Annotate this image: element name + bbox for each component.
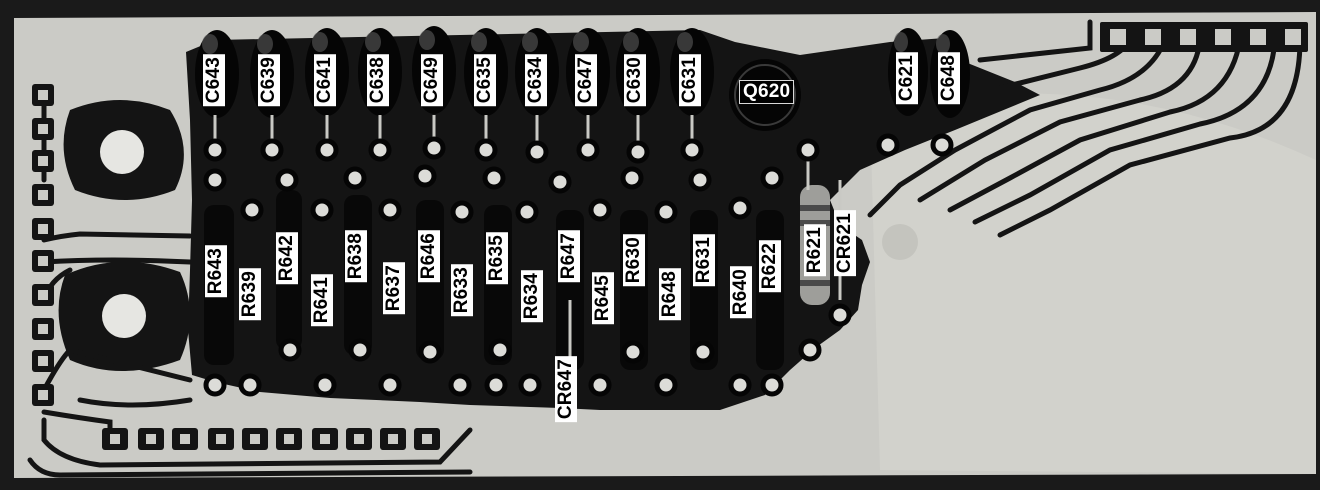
label-r637: R637: [383, 262, 405, 315]
label-r641: R641: [311, 274, 333, 327]
label-r640: R640: [730, 266, 752, 319]
label-r630: R630: [623, 234, 645, 287]
label-r646: R646: [418, 230, 440, 283]
solder-pads: [203, 133, 954, 397]
label-r622: R622: [759, 240, 781, 293]
label-r642: R642: [276, 232, 298, 285]
label-c621: C621: [896, 52, 918, 105]
label-c648: C648: [938, 52, 960, 105]
label-c634: C634: [525, 54, 547, 107]
label-cr647: CR647: [555, 356, 577, 423]
mounting-pad-top: [63, 100, 184, 200]
label-r648: R648: [659, 268, 681, 321]
label-c635: C635: [474, 54, 496, 107]
label-c649: C649: [421, 54, 443, 107]
label-r647: R647: [558, 230, 580, 283]
label-c630: C630: [624, 54, 646, 107]
label-r645: R645: [592, 272, 614, 325]
copper-ground-plane: [186, 30, 1040, 410]
right-connector-traces: [867, 19, 1303, 238]
label-c643: C643: [203, 54, 225, 107]
label-r634: R634: [521, 270, 543, 323]
label-r635: R635: [486, 232, 508, 285]
label-cr621: CR621: [834, 210, 856, 277]
upper-right-connector: [1100, 22, 1308, 52]
label-c641: C641: [314, 54, 336, 107]
label-c647: C647: [575, 54, 597, 107]
label-c639: C639: [258, 54, 280, 107]
label-r639: R639: [239, 268, 261, 321]
label-r621: R621: [804, 224, 826, 277]
label-r643: R643: [205, 245, 227, 298]
mounting-pad-bottom: [58, 261, 190, 371]
label-c631: C631: [679, 54, 701, 107]
label-r631: R631: [693, 234, 715, 287]
label-q620: Q620: [739, 80, 795, 104]
label-r638: R638: [345, 230, 367, 283]
label-r633: R633: [451, 264, 473, 317]
label-c638: C638: [367, 54, 389, 107]
